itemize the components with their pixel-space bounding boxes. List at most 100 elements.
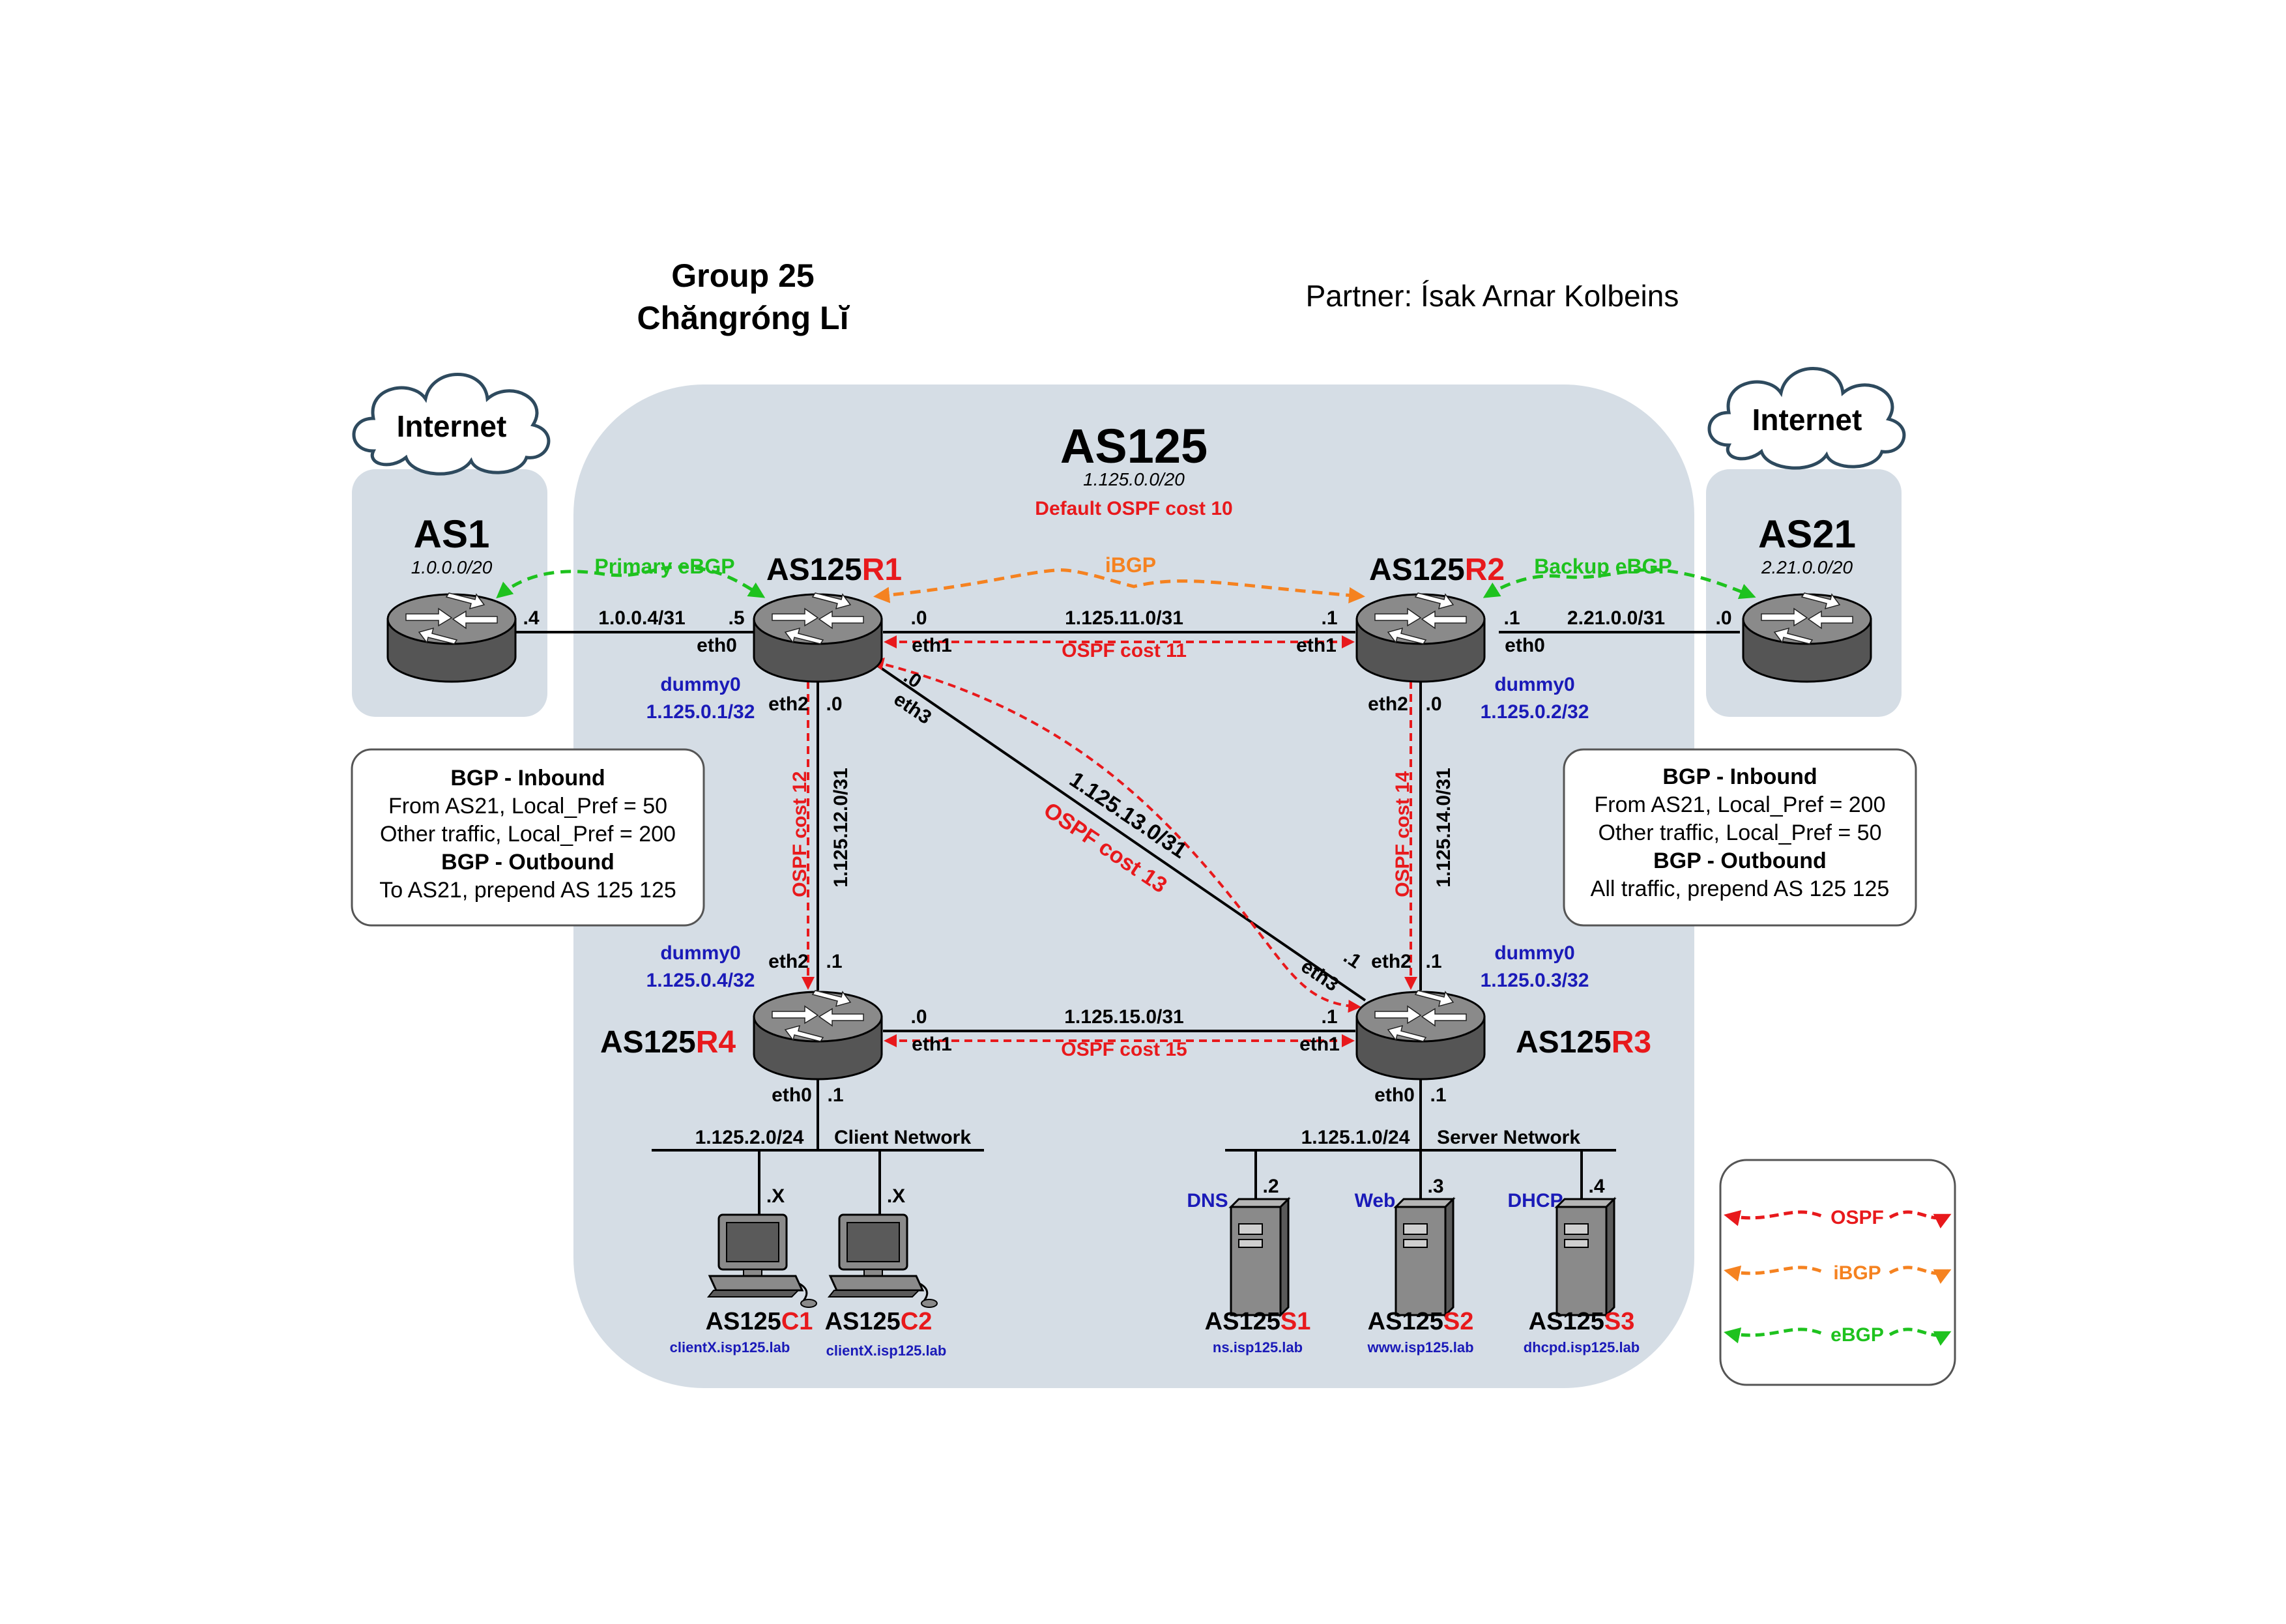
r2-as21-right-host: .0 xyxy=(1715,607,1731,629)
r1-r2-right-host: .1 xyxy=(1321,607,1337,629)
r4-dummy-ip: 1.125.0.4/32 xyxy=(646,970,755,991)
r2-as21-session: Backup eBGP xyxy=(1534,555,1672,578)
r2-dummy-if: dummy0 xyxy=(1494,674,1574,695)
router-as21-icon[interactable] xyxy=(1742,592,1872,683)
policy-right-out-line1: All traffic, prepend AS 125 125 xyxy=(1591,877,1890,901)
r1-r4-top-if: eth2 xyxy=(768,693,809,715)
legend-ibgp-line xyxy=(1727,1268,1948,1273)
server-net-addr: 1.125.1.0/24 xyxy=(1301,1127,1410,1148)
policy-right-in-line1: From AS21, Local_Pref = 200 xyxy=(1595,792,1886,817)
r1-r2-net: 1.125.11.0/31 xyxy=(1065,607,1183,629)
r4-r3-net: 1.125.15.0/31 xyxy=(1064,1006,1184,1028)
r2-r3-bottom-host: .1 xyxy=(1425,951,1441,972)
router-r2-label: AS125R2 xyxy=(1369,553,1505,587)
r2-eth0-label: eth0 xyxy=(1505,635,1545,656)
client-net-addr: 1.125.2.0/24 xyxy=(695,1127,804,1148)
policy-right-in-title: BGP - Inbound xyxy=(1662,764,1817,789)
r2-eth1-label: eth1 xyxy=(1296,635,1337,656)
as21-cloud-label: Internet xyxy=(1752,403,1862,437)
r3-eth0-label: eth0 xyxy=(1374,1084,1415,1106)
r1-r4-bottom-host: .1 xyxy=(826,951,842,972)
r2-dummy-ip: 1.125.0.2/32 xyxy=(1481,701,1589,723)
s1-role: DNS xyxy=(1187,1190,1228,1211)
as21-prefix: 2.21.0.0/20 xyxy=(1761,557,1853,577)
r2-r3-bottom-if: eth2 xyxy=(1371,951,1411,972)
s1-host: .2 xyxy=(1262,1176,1279,1197)
as125-ospf-default: Default OSPF cost 10 xyxy=(1035,498,1232,519)
r4-eth0-host: .1 xyxy=(827,1084,843,1106)
c1-fqdn: clientX.isp125.lab xyxy=(670,1339,790,1356)
router-r4-icon[interactable] xyxy=(753,989,883,1080)
r2-r3-top-if: eth2 xyxy=(1368,693,1408,715)
policy-right-in-line2: Other traffic, Local_Pref = 50 xyxy=(1599,820,1882,845)
r3-eth1-label: eth1 xyxy=(1299,1034,1340,1055)
r1-eth0-label: eth0 xyxy=(697,635,737,656)
r1-r4-net: 1.125.12.0/31 xyxy=(830,768,852,888)
author-name: Chăngróng Lĭ xyxy=(637,300,850,336)
s2-label: AS125S2 xyxy=(1368,1308,1474,1335)
router-r2-icon[interactable] xyxy=(1355,592,1486,683)
as1-r1-session: Primary eBGP xyxy=(594,555,734,578)
router-r3-label: AS125R3 xyxy=(1516,1025,1651,1060)
c2-fqdn: clientX.isp125.lab xyxy=(826,1342,947,1359)
r1-r2-cost: OSPF cost 11 xyxy=(1062,640,1187,661)
r2-as21-left-host: .1 xyxy=(1503,607,1520,629)
r1-r4-top-host: .0 xyxy=(826,693,842,715)
r1-r4-bottom-if: eth2 xyxy=(768,951,809,972)
s2-host: .3 xyxy=(1427,1176,1443,1197)
legend-ospf-line xyxy=(1727,1212,1948,1218)
c1-label: AS125C1 xyxy=(706,1308,813,1335)
s1-fqdn: ns.isp125.lab xyxy=(1213,1339,1303,1356)
r3-dummy-if: dummy0 xyxy=(1494,942,1574,964)
policy-left-in-line2: Other traffic, Local_Pref = 200 xyxy=(380,822,676,847)
as1-cloud-label: Internet xyxy=(397,409,507,443)
policy-left-out-line1: To AS21, prepend AS 125 125 xyxy=(379,878,676,903)
as1-title: AS1 xyxy=(414,512,490,556)
r1-r4-cost: OSPF cost 12 xyxy=(789,771,811,897)
r4-r3-left-host: .0 xyxy=(910,1006,927,1028)
s1-label: AS125S1 xyxy=(1205,1308,1311,1335)
ibgp-session xyxy=(873,568,1365,603)
partner-label: Partner: Ísak Arnar Kolbeins xyxy=(1306,279,1679,313)
router-r1-icon[interactable] xyxy=(753,592,883,683)
as1-r1-net: 1.0.0.4/31 xyxy=(598,607,685,629)
s3-role: DHCP xyxy=(1507,1190,1563,1211)
policy-left-out-title: BGP - Outbound xyxy=(441,850,615,875)
policy-right-box xyxy=(1563,748,1917,927)
r4-dummy-if: dummy0 xyxy=(660,942,740,964)
router-r3-icon[interactable] xyxy=(1355,989,1486,1080)
r1-eth1-label: eth1 xyxy=(912,635,952,656)
s3-label: AS125S3 xyxy=(1529,1308,1635,1335)
ospf-r1-r3 xyxy=(871,658,1361,1013)
server-s2-icon[interactable] xyxy=(1395,1198,1454,1316)
server-s1-icon[interactable] xyxy=(1230,1198,1290,1316)
r2-r3-top-host: .0 xyxy=(1425,693,1441,715)
policy-right-out-title: BGP - Outbound xyxy=(1653,848,1827,873)
legend-ebgp-line xyxy=(1727,1329,1948,1335)
r3-eth0-host: .1 xyxy=(1430,1084,1446,1106)
as1-prefix: 1.0.0.0/20 xyxy=(411,557,493,577)
router-r1-label: AS125R1 xyxy=(766,553,902,587)
r3-dummy-ip: 1.125.0.3/32 xyxy=(1481,970,1589,991)
r2-r3-net: 1.125.14.0/31 xyxy=(1433,768,1454,888)
legend-ibgp-label: iBGP xyxy=(1833,1262,1881,1284)
router-as1-icon[interactable] xyxy=(386,592,517,683)
router-r4-label: AS125R4 xyxy=(600,1025,736,1060)
as21-title: AS21 xyxy=(1758,512,1856,556)
legend-ospf-label: OSPF xyxy=(1830,1207,1884,1228)
r4-eth1-label: eth1 xyxy=(912,1034,952,1055)
server-s3-icon[interactable] xyxy=(1555,1198,1615,1316)
r2-as21-net: 2.21.0.0/31 xyxy=(1567,607,1665,629)
c2-host: .X xyxy=(887,1185,905,1207)
r1-dummy-ip: 1.125.0.1/32 xyxy=(646,701,755,723)
legend-ebgp-label: eBGP xyxy=(1830,1324,1884,1346)
r4-eth0-label: eth0 xyxy=(772,1084,812,1106)
policy-left-in-title: BGP - Inbound xyxy=(450,766,605,790)
as1-r1-left-host: .4 xyxy=(523,607,539,629)
c1-host: .X xyxy=(766,1185,785,1207)
r4-r3-cost: OSPF cost 15 xyxy=(1061,1039,1187,1060)
as125-prefix: 1.125.0.0/20 xyxy=(1083,469,1185,489)
r1-r2-session: iBGP xyxy=(1105,553,1156,577)
r1-r2-left-host: .0 xyxy=(910,607,927,629)
